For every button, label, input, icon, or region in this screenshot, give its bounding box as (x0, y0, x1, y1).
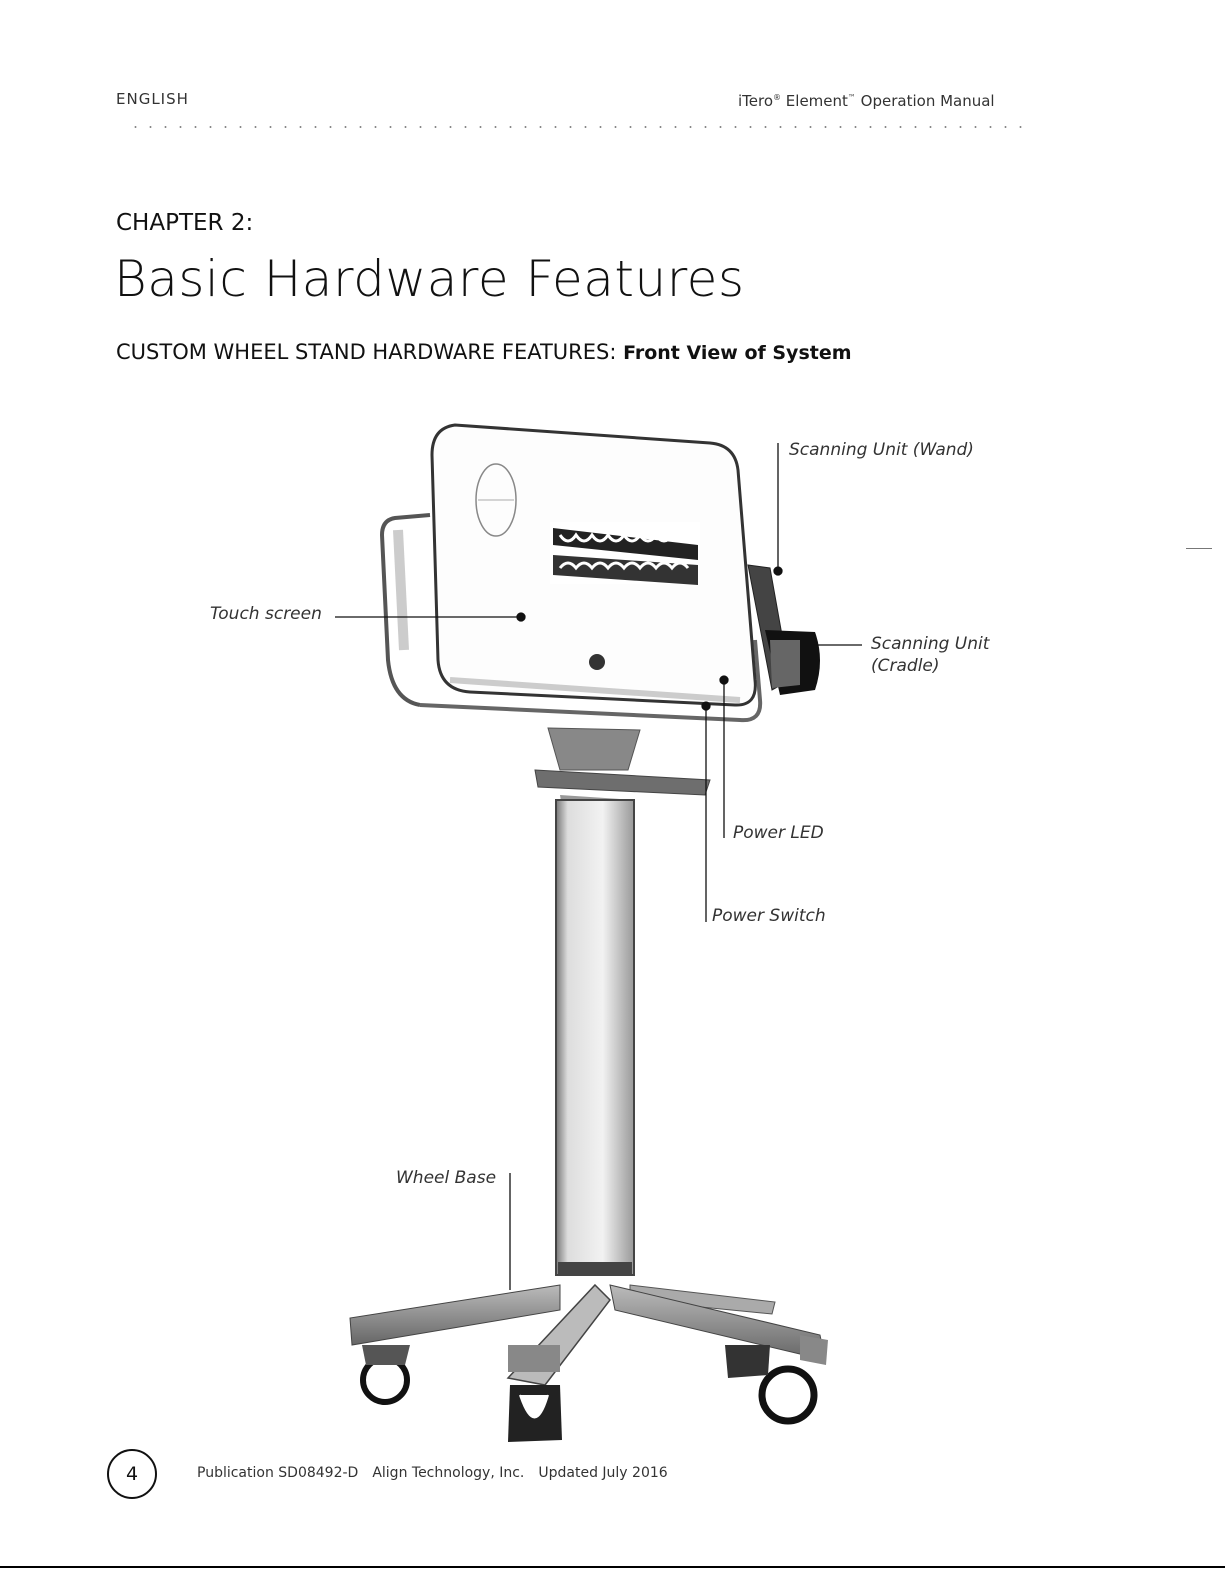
footer: Publication SD08492-D Align Technology, I… (197, 1465, 682, 1481)
callout-scanning-unit-cradle-line2: (Cradle) (871, 656, 940, 676)
pole-foot-ring (558, 1262, 632, 1276)
footer-company: Align Technology, Inc. (372, 1465, 524, 1481)
stand-collar (535, 770, 710, 795)
stand-neck (548, 728, 640, 770)
scanner-housing (432, 425, 755, 705)
callout-power-switch: Power Switch (712, 906, 826, 926)
callout-scanning-unit-wand: Scanning Unit (Wand) (789, 440, 974, 460)
casters (362, 1335, 828, 1442)
callout-wheel-base: Wheel Base (396, 1168, 496, 1188)
margin-tick (1186, 548, 1212, 549)
callout-power-led: Power LED (733, 823, 824, 843)
stand-pole (556, 800, 634, 1275)
callout-scanning-unit-cradle-line1: Scanning Unit (871, 634, 989, 654)
footer-publication: Publication SD08492-D (197, 1465, 358, 1481)
footer-updated: Updated July 2016 (538, 1465, 667, 1481)
callout-touch-screen: Touch screen (210, 604, 322, 624)
page-number: 4 (107, 1449, 157, 1499)
bottom-rule (0, 1566, 1225, 1568)
